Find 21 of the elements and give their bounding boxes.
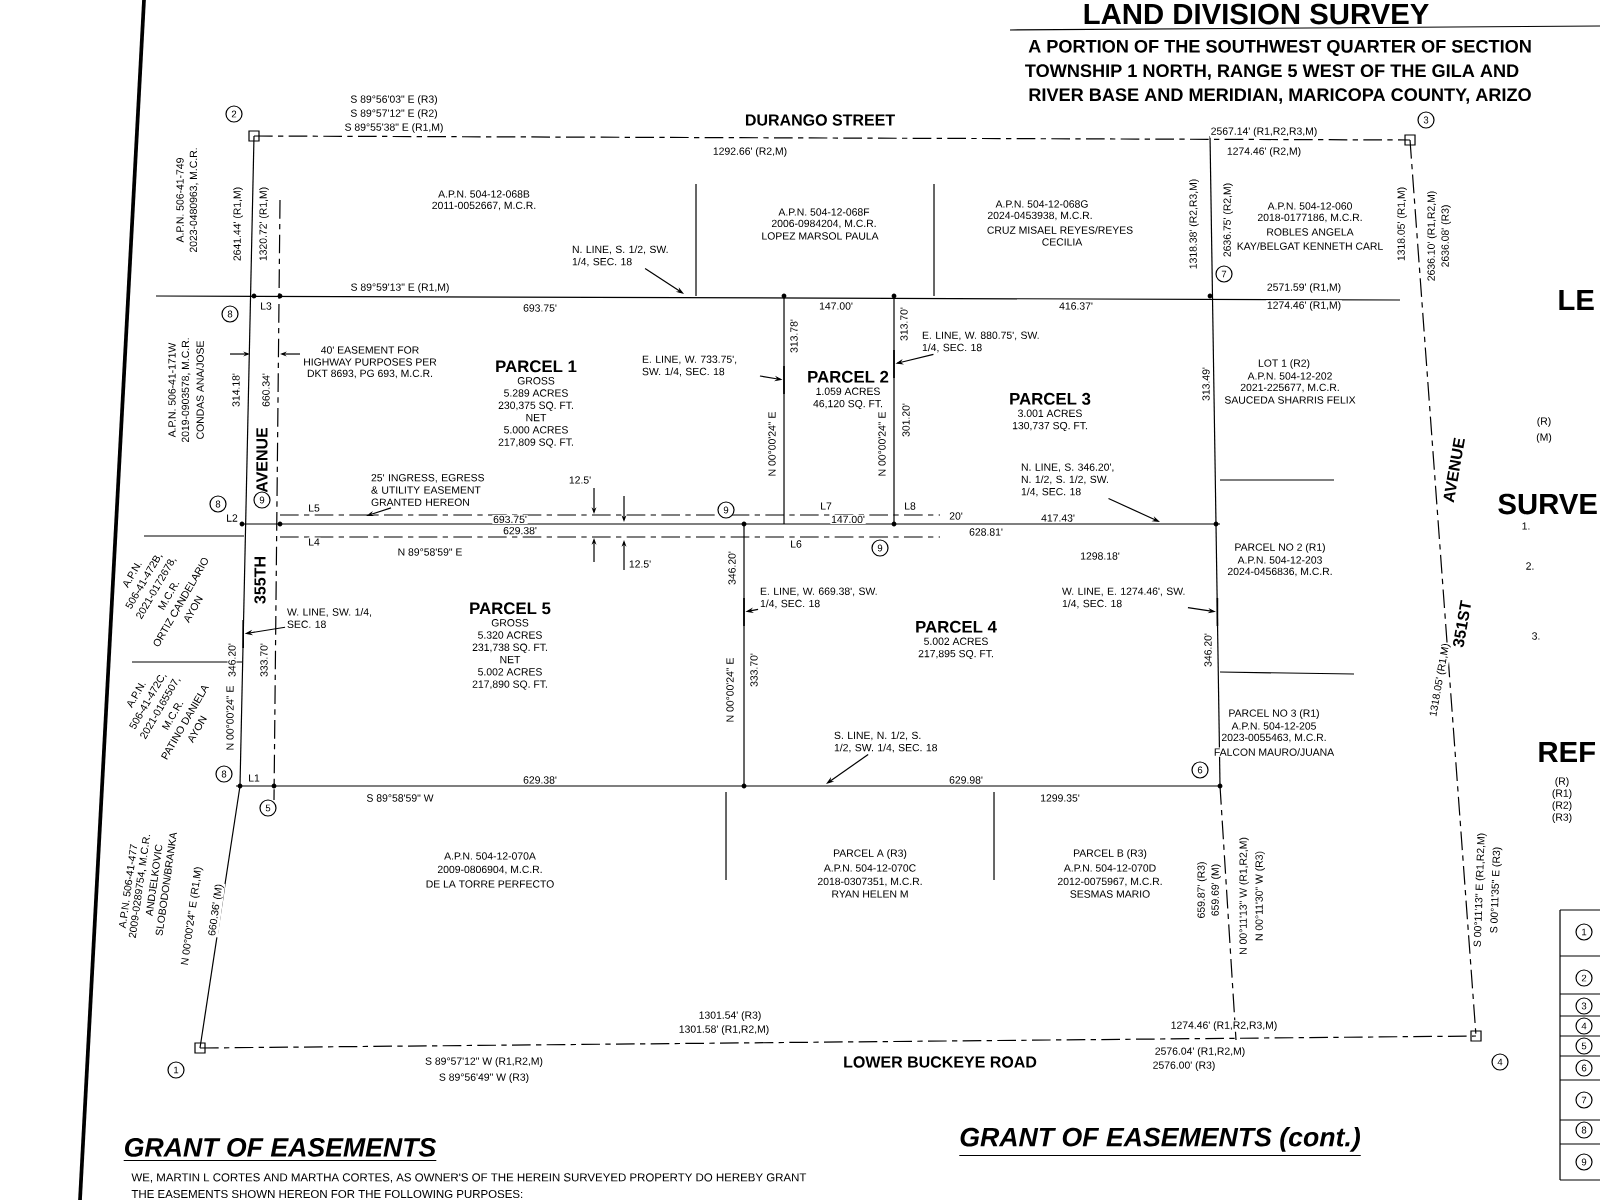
street-name: AVENUE	[256, 427, 268, 493]
title-line: RIVER BASE AND MERIDIAN, MARICOPA COUNTY, ARIZO	[1029, 88, 1531, 104]
boundary-line	[783, 366, 785, 394]
street-name: AVENUE	[1443, 437, 1465, 503]
title-line: A PORTION OF THE SOUTHWEST QUARTER OF SECTION	[1028, 39, 1531, 57]
section-heading: GRANT OF EASEMENTS	[123, 1137, 437, 1162]
street-name: 351ST	[1453, 599, 1471, 648]
section-heading: GRANT OF EASEMENTS (cont.)	[958, 1126, 1362, 1157]
section-heading: REF	[1539, 741, 1595, 763]
street-name: 355TH	[254, 557, 266, 604]
boundary-line	[242, 620, 244, 648]
street-name: DURANGO STREET	[746, 114, 895, 126]
title-line: TOWNSHIP 1 NORTH, RANGE 5 WEST OF THE GILA AND	[1025, 64, 1519, 80]
boundary-line	[893, 350, 895, 378]
boundary-line	[1216, 598, 1219, 626]
leader-line	[826, 753, 869, 784]
section-heading: SURVE	[1498, 493, 1597, 515]
section-heading: LE	[1559, 289, 1594, 311]
street-name: LOWER BUCKEYE ROAD	[844, 1056, 1037, 1068]
boundary-line	[743, 598, 745, 626]
map-title: LAND DIVISION SURVEY	[1084, 3, 1429, 25]
